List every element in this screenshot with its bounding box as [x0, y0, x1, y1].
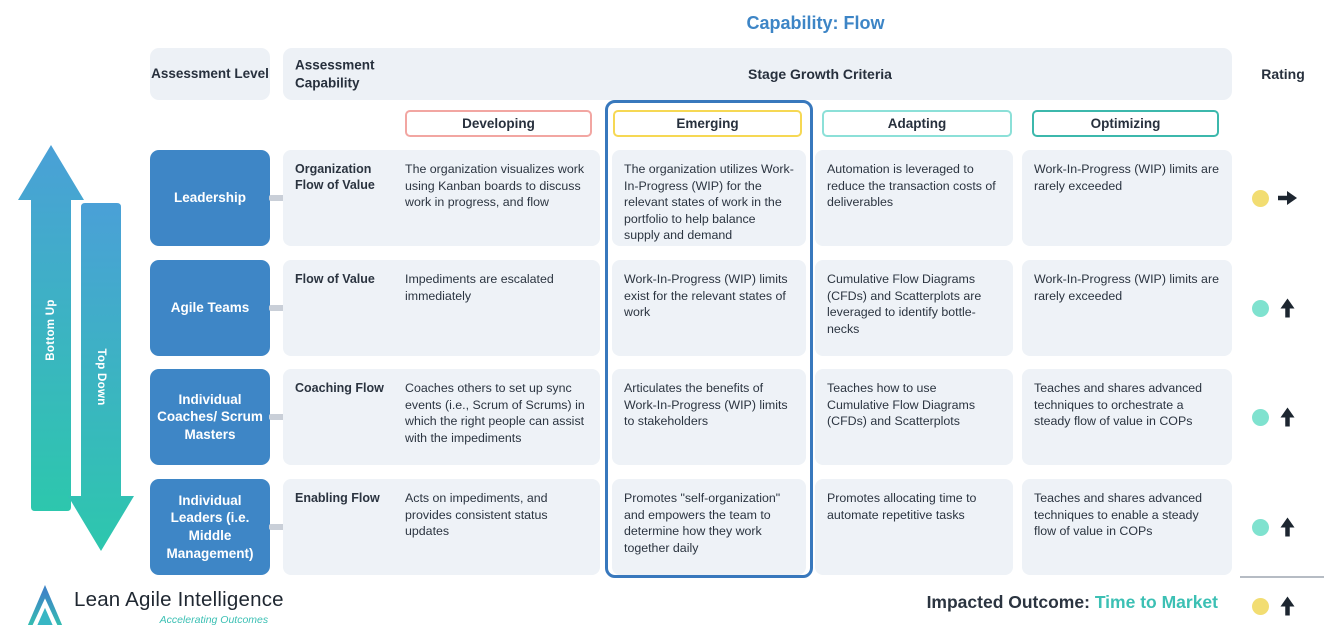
logo-tagline: Accelerating Outcomes: [159, 614, 269, 626]
capability-label: Flow of Value: [295, 272, 375, 286]
rating-dot: [1252, 408, 1269, 426]
capability-developing-panel: Flow of Value Impediments are escalated …: [283, 260, 600, 356]
row-leadership: Leadership Organization Flow of Value Th…: [150, 150, 1232, 246]
rating-arrow-icon: [1280, 517, 1295, 537]
row-connector: [269, 305, 285, 311]
header-main-bar: Assessment Capability Stage Growth Crite…: [283, 48, 1232, 100]
impacted-outcome-label: Impacted Outcome:: [926, 592, 1090, 612]
criteria-cell-optimizing: Teaches and shares advanced techniques t…: [1022, 369, 1232, 465]
row-individual-leaders: Individual Leaders (i.e. Middle Manageme…: [150, 479, 1232, 575]
capability-label: Organization Flow of Value: [295, 162, 375, 193]
bottom-up-arrow-shape: [18, 145, 84, 511]
top-down-arrow: Top Down: [68, 203, 134, 551]
level-label: Agile Teams: [170, 300, 250, 316]
stage-badge-emerging: Emerging: [613, 110, 802, 137]
capability-developing-panel: Enabling Flow Acts on impediments, and p…: [283, 479, 600, 575]
lean-agile-intelligence-logo: Lean Agile Intelligence Accelerating Out…: [26, 582, 284, 628]
rating-arrow-icon: [1278, 191, 1297, 205]
rating-dot: [1252, 299, 1269, 317]
level-box-individual-leaders: Individual Leaders (i.e. Middle Manageme…: [150, 479, 270, 575]
logo-triangle-icon: [27, 585, 63, 625]
header-assessment-level: Assessment Level: [150, 48, 270, 100]
rating-arrow-icon: [1280, 407, 1295, 427]
rating-dot: [1252, 597, 1269, 615]
row-coaches-scrum-masters: Individual Coaches/ Scrum Masters Coachi…: [150, 369, 1232, 465]
bottom-up-arrow: Bottom Up: [18, 145, 84, 515]
level-label: Individual Leaders (i.e. Middle Manageme…: [166, 492, 254, 561]
rating-leadership: [1252, 189, 1298, 207]
logo-text: Lean Agile Intelligence: [74, 588, 284, 611]
row-connector: [269, 414, 285, 420]
criteria-cell-emerging: Promotes "self-organization" and empower…: [612, 479, 806, 575]
criteria-cell-developing: Coaches others to set up sync events (i.…: [405, 381, 585, 445]
impacted-outcome: Impacted Outcome: Time to Market: [600, 592, 1218, 613]
level-box-coaches: Individual Coaches/ Scrum Masters: [150, 369, 270, 465]
criteria-cell-adapting: Cumulative Flow Diagrams (CFDs) and Scat…: [815, 260, 1013, 356]
row-connector: [269, 524, 285, 530]
criteria-cell-emerging: Articulates the benefits of Work-In-Prog…: [612, 369, 806, 465]
criteria-cell-emerging: Work-In-Progress (WIP) limits exist for …: [612, 260, 806, 356]
criteria-cell-adapting: Automation is leveraged to reduce the tr…: [815, 150, 1013, 246]
capability-developing-panel: Coaching Flow Coaches others to set up s…: [283, 369, 600, 465]
header-stage-growth-criteria: Stage Growth Criteria: [748, 66, 892, 82]
row-agile-teams: Agile Teams Flow of Value Impediments ar…: [150, 260, 1232, 356]
stage-badge-optimizing: Optimizing: [1032, 110, 1219, 137]
criteria-cell-optimizing: Teaches and shares advanced techniques t…: [1022, 479, 1232, 575]
rating-divider: [1240, 576, 1324, 578]
stage-badge-developing: Developing: [405, 110, 592, 137]
rating-coaches: [1252, 407, 1298, 427]
criteria-cell-developing: Acts on impediments, and provides consis…: [405, 491, 548, 538]
criteria-cell-developing: Impediments are escalated immediately: [405, 272, 554, 303]
criteria-cell-optimizing: Work-In-Progress (WIP) limits are rarely…: [1022, 150, 1232, 246]
rating-dot: [1252, 189, 1269, 207]
capability-label: Enabling Flow: [295, 491, 380, 505]
rating-impacted-outcome: [1252, 596, 1298, 616]
criteria-cell-adapting: Promotes allocating time to automate rep…: [815, 479, 1013, 575]
header-assessment-capability: Assessment Capability: [295, 57, 375, 90]
page-title: Capability: Flow: [746, 13, 885, 33]
top-down-arrow-shape: [68, 203, 134, 551]
rating-dot: [1252, 518, 1269, 536]
capability-label: Coaching Flow: [295, 381, 384, 395]
header-rating: Rating: [1261, 66, 1305, 82]
rating-arrow-icon: [1280, 298, 1295, 318]
capability-developing-panel: Organization Flow of Value The organizat…: [283, 150, 600, 246]
top-down-label: Top Down: [95, 348, 107, 406]
level-label: Leadership: [173, 190, 247, 206]
rating-arrow-icon: [1280, 596, 1295, 616]
impacted-outcome-value: Time to Market: [1094, 592, 1218, 612]
criteria-cell-adapting: Teaches how to use Cumulative Flow Diagr…: [815, 369, 1013, 465]
row-connector: [269, 195, 285, 201]
criteria-cell-developing: The organization visualizes work using K…: [405, 162, 585, 209]
rating-individual-leaders: [1252, 517, 1298, 537]
level-label: Individual Coaches/ Scrum Masters: [157, 391, 263, 442]
level-box-agile-teams: Agile Teams: [150, 260, 270, 356]
stage-badge-adapting: Adapting: [822, 110, 1012, 137]
rating-agile-teams: [1252, 298, 1298, 318]
criteria-cell-emerging: The organization utilizes Work-In-Progre…: [612, 150, 806, 246]
criteria-cell-optimizing: Work-In-Progress (WIP) limits are rarely…: [1022, 260, 1232, 356]
level-box-leadership: Leadership: [150, 150, 270, 246]
bottom-up-label: Bottom Up: [45, 299, 57, 361]
